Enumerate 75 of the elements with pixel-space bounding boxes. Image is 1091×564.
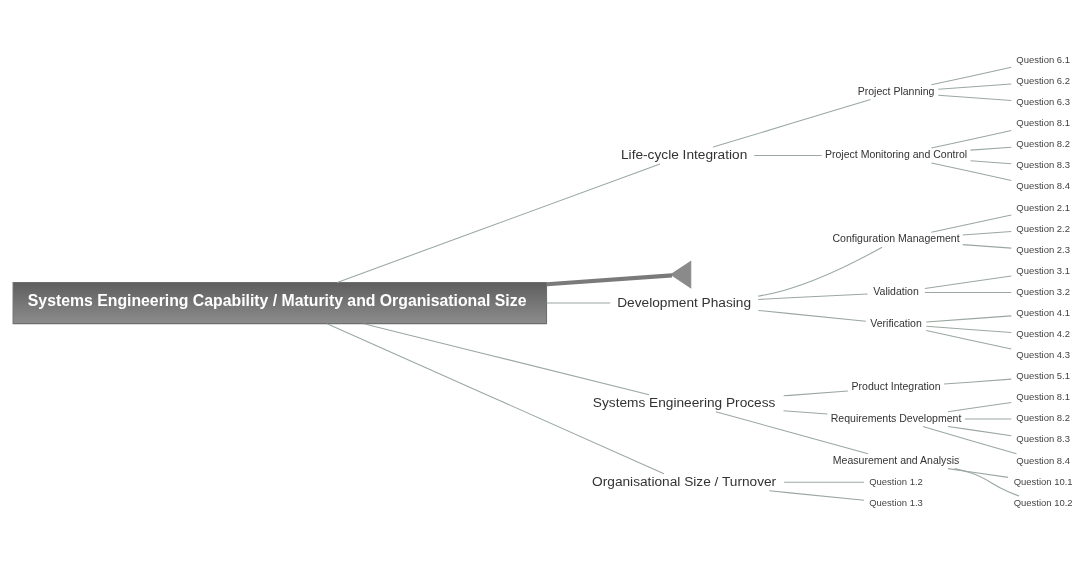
node-text: Question 8.2 — [1016, 138, 1070, 150]
node-text: Validation — [873, 285, 919, 298]
node-text: Question 8.3 — [1016, 433, 1070, 445]
connector — [947, 401, 1012, 413]
connector — [783, 410, 828, 415]
connector — [947, 468, 1009, 478]
node-text: Question 3.2 — [1016, 285, 1070, 297]
connector — [336, 163, 661, 283]
node-text: Question 8.1 — [1016, 117, 1070, 129]
node-text: Question 4.2 — [1016, 328, 1070, 340]
node-text: Question 8.2 — [1016, 412, 1070, 424]
node-text: Product Integration — [851, 380, 941, 393]
node-text: Question 2.3 — [1016, 243, 1070, 255]
connector — [925, 315, 1012, 323]
connector — [326, 323, 665, 475]
connector — [937, 94, 1012, 102]
connector — [924, 292, 1012, 294]
node-text: Question 2.1 — [1016, 201, 1070, 213]
connector — [925, 325, 1012, 333]
connector — [943, 378, 1012, 385]
node-text: Question 8.3 — [1016, 159, 1070, 171]
node-text: Configuration Management — [832, 232, 960, 245]
node-text: Question 8.4 — [1016, 454, 1070, 466]
connector — [937, 83, 1012, 90]
node-text: Project Planning — [857, 84, 935, 97]
node-text: Question 3.1 — [1016, 264, 1070, 276]
node-text: Question 6.1 — [1016, 53, 1070, 65]
node-box: Systems Engineering Capability / Maturity and Organisational Size — [12, 282, 548, 325]
connector — [768, 490, 865, 501]
node-text: Question 10.1 — [1013, 475, 1073, 487]
connector — [962, 231, 1012, 236]
node-text: Question 4.3 — [1016, 349, 1070, 361]
connector — [757, 293, 869, 300]
node-text: Question 4.1 — [1016, 306, 1070, 318]
connector — [930, 214, 1012, 233]
connector — [363, 323, 650, 396]
connector — [962, 244, 1012, 249]
connector — [930, 130, 1012, 149]
node-text: Question 10.2 — [1013, 496, 1073, 508]
connector — [924, 275, 1012, 290]
node-text: Measurement and Analysis — [832, 453, 960, 466]
node-text: Development Phasing — [617, 294, 752, 310]
node-text: Life-cycle Integration — [620, 147, 748, 163]
connector — [922, 426, 1017, 455]
node-text: Question 1.2 — [869, 475, 923, 487]
connector — [947, 425, 1012, 437]
node-text: Systems Engineering Process — [592, 394, 776, 410]
node-text: Question 5.1 — [1016, 370, 1070, 382]
connector — [757, 246, 883, 297]
connector — [954, 468, 1020, 497]
connector — [930, 162, 1012, 181]
connector — [546, 302, 611, 304]
node-triangle — [670, 260, 692, 289]
node-text: Question 8.1 — [1016, 391, 1070, 403]
connector — [712, 99, 872, 148]
node-text: Question 8.4 — [1016, 180, 1070, 192]
node-text: Question 6.3 — [1016, 96, 1070, 108]
connector — [925, 330, 1012, 350]
node-text: Organisational Size / Turnover — [592, 473, 777, 489]
connector — [969, 160, 1012, 165]
connector — [783, 390, 849, 397]
connector — [546, 273, 673, 287]
node-text: Question 2.2 — [1016, 222, 1070, 234]
node-text: Project Monitoring and Control — [824, 148, 968, 161]
connector — [930, 66, 1012, 86]
node-text: Question 6.2 — [1016, 75, 1070, 86]
connector — [783, 481, 865, 483]
connector — [969, 146, 1012, 151]
node-text: Requirements Development — [830, 411, 962, 424]
connector — [964, 418, 1012, 420]
connector — [757, 309, 867, 322]
connector — [715, 411, 869, 455]
node-text: Question 1.3 — [869, 496, 923, 508]
connector — [753, 154, 823, 156]
node-text: Verification — [870, 316, 922, 329]
